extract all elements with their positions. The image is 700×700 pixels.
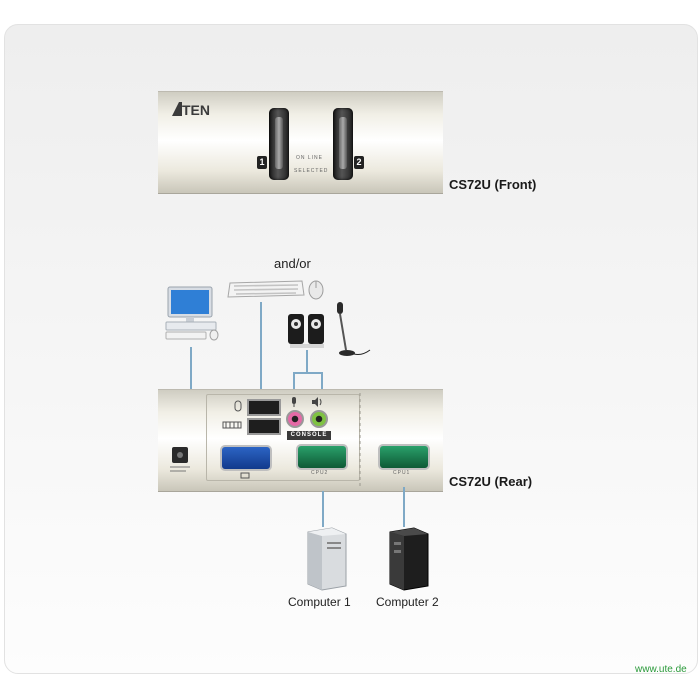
computer2-label: Computer 2 — [376, 595, 439, 609]
cpu2-label: CPU2 — [311, 470, 329, 476]
wire-audio-split — [293, 372, 323, 374]
divider-line — [359, 393, 361, 488]
computer2-tower-icon — [389, 527, 429, 591]
aten-logo: TEN — [172, 102, 210, 118]
speaker-jack[interactable] — [310, 410, 328, 428]
online-label: ON LINE — [296, 155, 324, 161]
svg-text:TEN: TEN — [182, 102, 210, 118]
mic-icon — [292, 397, 296, 407]
keyboard-icon — [227, 280, 305, 298]
wire-mic-jack — [293, 372, 295, 390]
mouse-icon — [308, 280, 324, 300]
wire-speakers-down — [306, 350, 308, 372]
mic-jack[interactable] — [286, 410, 304, 428]
cpu1-vga-port[interactable] — [378, 444, 430, 470]
microphone-icon — [337, 302, 371, 356]
desktop-computer-icon — [165, 286, 219, 341]
wire-computer1 — [322, 491, 324, 527]
port2-number: 2 — [354, 156, 364, 169]
usb-port-top[interactable] — [247, 399, 281, 416]
power-jack-icon — [170, 447, 190, 472]
kvm-rear-panel — [158, 389, 443, 492]
port2-switch-slot[interactable] — [333, 108, 353, 180]
front-caption: CS72U (Front) — [449, 177, 537, 192]
website-watermark: www.ute.de — [635, 664, 687, 675]
speaker-icon — [312, 397, 322, 407]
mouse-port-icon — [234, 400, 242, 412]
monitor-port-icon — [240, 472, 250, 479]
port1-number: 1 — [257, 156, 267, 169]
computer1-tower-icon — [307, 527, 347, 591]
wire-speaker-jack — [321, 372, 323, 390]
cpu1-label: CPU1 — [393, 470, 411, 476]
kvm-front-panel — [158, 91, 443, 194]
console-label: CONSOLE — [287, 431, 331, 440]
keyboard-port-icon — [222, 421, 242, 429]
wire-keyboard — [260, 302, 262, 397]
selected-label: SELECTED — [294, 168, 329, 174]
speakers-icon — [288, 314, 324, 348]
cpu2-vga-port[interactable] — [296, 444, 348, 470]
console-vga-port[interactable] — [220, 445, 272, 471]
wire-computer2 — [403, 487, 405, 527]
usb-port-bottom[interactable] — [247, 418, 281, 435]
rear-caption: CS72U (Rear) — [449, 474, 533, 489]
port1-switch-slot[interactable] — [269, 108, 289, 180]
andor-label: and/or — [274, 256, 311, 271]
computer1-label: Computer 1 — [288, 595, 351, 609]
